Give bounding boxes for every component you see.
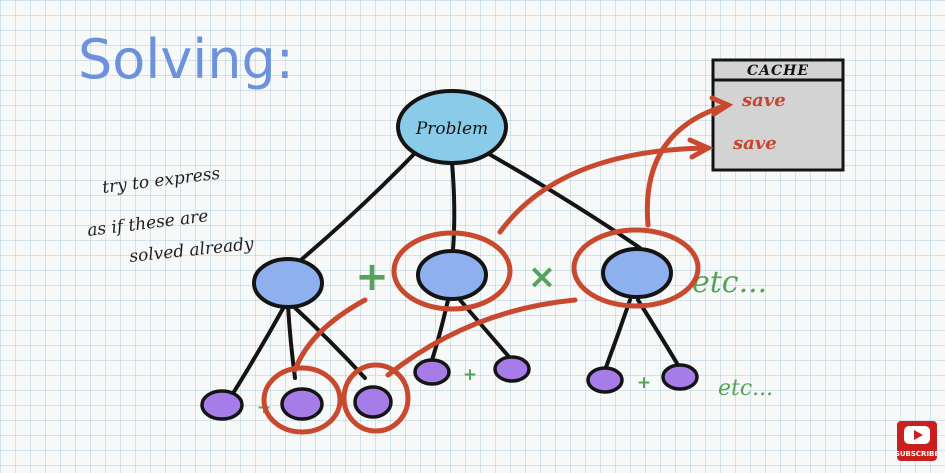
- note-line-2: as if these are: [86, 206, 209, 241]
- arrow-leaf-b-to-times: [385, 297, 578, 378]
- cache-entry-2: save: [732, 133, 777, 154]
- child-node-left: [252, 257, 324, 309]
- etc-label-bottom: etc...: [718, 376, 773, 401]
- leaf-node: [586, 366, 624, 394]
- root-problem-node: [396, 89, 508, 165]
- leaf-node: [661, 363, 699, 391]
- leaf-node: [493, 355, 531, 383]
- circle-leaf-a: [261, 365, 343, 435]
- edge-left-leaf1: [230, 303, 287, 397]
- small-plus-right: +: [637, 373, 651, 393]
- arrow-right-to-cache: [644, 102, 731, 228]
- cache-header: CACHE: [747, 63, 809, 79]
- leaf-node: [200, 389, 244, 421]
- subscribe-badge[interactable]: SUBSCRIBE: [895, 421, 940, 461]
- circle-right-child: [571, 227, 701, 309]
- note-line-1: try to express: [101, 164, 221, 198]
- child-node-right: [601, 247, 673, 299]
- note-line-3: solved already: [128, 234, 255, 267]
- arrow-leaf-a-to-plus: [292, 297, 368, 373]
- circle-middle-child: [391, 230, 513, 312]
- arrowhead-cache-1: [709, 95, 734, 117]
- edge-root-middle: [450, 160, 457, 252]
- leaf-node: [413, 358, 451, 386]
- leaf-node: [353, 385, 393, 419]
- edge-root-right: [480, 148, 642, 250]
- circle-leaf-b: [341, 362, 411, 434]
- operator-plus: +: [355, 254, 389, 300]
- small-plus-middle: +: [463, 365, 477, 385]
- root-node-label: Problem: [415, 119, 488, 139]
- leaf-node: [280, 387, 324, 421]
- edge-mid-leaf1: [430, 298, 450, 362]
- edge-right-leaf2: [636, 298, 680, 367]
- leaf-nodes: [200, 355, 699, 421]
- edge-right-leaf1: [603, 298, 632, 372]
- etc-label-top: etc...: [692, 265, 767, 300]
- edge-root-left: [293, 148, 420, 267]
- page-title: Solving:: [78, 28, 294, 91]
- red-annotations: [261, 95, 734, 435]
- cache-box: CACHE save save: [711, 58, 845, 172]
- child-node-middle: [416, 249, 488, 301]
- tree-edges: [230, 148, 680, 397]
- cache-frame: [711, 58, 845, 172]
- play-triangle-icon: [914, 430, 923, 440]
- arrow-middle-to-cache: [497, 145, 711, 235]
- arrowhead-cache-2: [687, 137, 714, 160]
- operator-times: ×: [528, 257, 557, 297]
- cache-entry-1: save: [741, 90, 786, 111]
- subscribe-label: SUBSCRIBE: [895, 450, 940, 458]
